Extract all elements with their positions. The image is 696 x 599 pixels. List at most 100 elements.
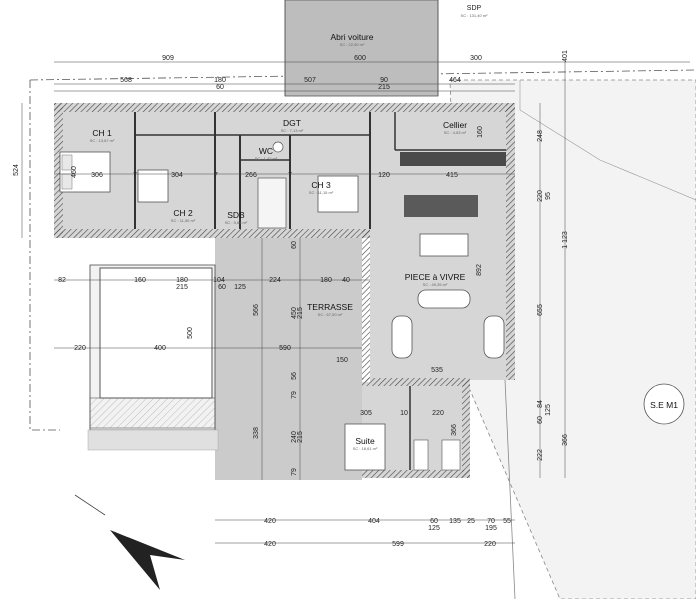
label-rooms-wc-sc: SC : 1,42 m² xyxy=(255,156,278,161)
label-dims-b2_599: 599 xyxy=(392,541,404,548)
label-dims-t_590: 590 xyxy=(279,345,291,352)
label-dims-t_150: 150 xyxy=(336,357,348,364)
label-dims-s_535: 535 xyxy=(431,367,443,374)
label-dims-t_215b: 215 xyxy=(297,431,304,443)
label-dims-r_125: 125 xyxy=(545,404,552,416)
label-rooms-terrasse-name: TERRASSE xyxy=(307,302,353,312)
label-dims-t2_464: 464 xyxy=(449,77,461,84)
label-dims-t2_90: 90 xyxy=(380,77,388,84)
label-dims-r_1123: 1 123 xyxy=(562,231,569,249)
label-dims-ch1_306: 306 xyxy=(91,172,103,179)
label-dims-t_79b: 79 xyxy=(291,468,298,476)
label-dims-r_95: 95 xyxy=(545,192,552,200)
label-dims-b2_420: 420 xyxy=(264,541,276,548)
label-dims-ch1_7: 7 xyxy=(133,172,137,179)
label-dims-t_125: 125 xyxy=(234,284,246,291)
label-dims-t_56: 56 xyxy=(291,372,298,380)
label-dims-t3_60: 60 xyxy=(216,84,224,91)
label-dims-ch2_304: 304 xyxy=(171,172,183,179)
label-dims-t_500: 500 xyxy=(187,327,194,339)
furniture xyxy=(59,141,506,471)
label-dims-b1_404: 404 xyxy=(368,518,380,525)
label-dims-r_220: 220 xyxy=(537,190,544,202)
label-dims-s_220: 220 xyxy=(432,410,444,417)
label-dims-t_220: 220 xyxy=(74,345,86,352)
label-dims-r_366b: 366 xyxy=(451,424,458,436)
label-dims-top_300: 300 xyxy=(470,55,482,62)
label-dims-r_892: 892 xyxy=(476,264,483,276)
label-dims-t_566: 566 xyxy=(253,304,260,316)
label-rooms-suite-name: Suite xyxy=(355,436,375,446)
label-dims-t2_507: 507 xyxy=(304,77,316,84)
label-dims-b1_60: 60 xyxy=(430,518,438,525)
house xyxy=(54,103,515,480)
label-rooms-cellier-name: Cellier xyxy=(443,120,467,130)
label-dims-b2_220: 220 xyxy=(484,541,496,548)
label-rooms-ch2-name: CH 2 xyxy=(173,208,193,218)
label-abri-sc: SC : 22,50 m² xyxy=(340,42,365,47)
label-dims-r_401: 401 xyxy=(562,50,569,62)
label-dims-s_10: 10 xyxy=(400,410,408,417)
label-top_labels-sdp: SDP xyxy=(467,5,482,12)
label-rooms-dgt-name: DGT xyxy=(283,118,301,128)
label-dims-t_240: 240 xyxy=(291,431,298,443)
label-dims-b1_135: 135 xyxy=(449,518,461,525)
label-dims-t_82: 82 xyxy=(58,277,66,284)
label-dims-t_104: 104 xyxy=(213,277,225,284)
label-dims-b1_25: 25 xyxy=(467,518,475,525)
label-dims-b1_195: 195 xyxy=(485,525,497,532)
label-dims-r_222: 222 xyxy=(537,449,544,461)
label-dims-b1_55: 55 xyxy=(503,518,511,525)
survey-marker-icon xyxy=(643,383,685,425)
label-dims-r_366: 366 xyxy=(562,434,569,446)
label-dims-ch3_415: 415 xyxy=(446,172,458,179)
label-dims-r_84: 84 xyxy=(537,400,544,408)
label-rooms-ch3-sc: SC : 11,15 m² xyxy=(309,190,334,195)
label-dims-t_60v: 60 xyxy=(291,241,298,249)
label-rooms-suite-sc: SC : 18,61 m² xyxy=(353,446,378,451)
label-dims-sdb_266: 266 xyxy=(245,172,257,179)
label-dims-ch3_120: 120 xyxy=(378,172,390,179)
label-dims-t_215: 215 xyxy=(176,284,188,291)
label-dims-r_655: 655 xyxy=(537,304,544,316)
label-rooms-cellier-sc: SC : 4,53 m² xyxy=(444,130,467,135)
label-dims-l_460: 460 xyxy=(71,166,78,178)
label-dims-t3_215: 215 xyxy=(378,84,390,91)
dimension-lines xyxy=(21,61,690,544)
label-dims-t2_180: 180 xyxy=(214,77,226,84)
label-dims-t_338: 338 xyxy=(253,427,260,439)
label-dims-ch2_7: 7 xyxy=(214,172,218,179)
label-rooms-sdb-sc: SC : 5,65 m² xyxy=(225,220,248,225)
label-dims-t_79: 79 xyxy=(291,391,298,399)
label-rooms-terrasse-sc: SC : 67,50 m² xyxy=(318,312,343,317)
label-dims-t_180b: 180 xyxy=(320,277,332,284)
label-dims-t_60: 60 xyxy=(218,284,226,291)
label-dims-s_305: 305 xyxy=(360,410,372,417)
label-dims-t_215v: 215 xyxy=(297,307,304,319)
north-arrow-icon xyxy=(74,494,185,590)
label-dims-r_248: 248 xyxy=(537,130,544,142)
label-dims-t_160: 160 xyxy=(134,277,146,284)
label-abri-name: Abri voiture xyxy=(331,32,374,42)
label-dims-t_224: 224 xyxy=(269,277,281,284)
label-dims-b1_125: 125 xyxy=(428,525,440,532)
label-rooms-ch1-sc: SC : 13,67 m² xyxy=(90,138,115,143)
label-sem: S.E M1 xyxy=(650,400,678,410)
label-dims-sdb_7: 7 xyxy=(288,172,292,179)
label-dims-top_909: 909 xyxy=(162,55,174,62)
label-dims-t2_568: 568 xyxy=(120,77,132,84)
label-dims-t_40: 40 xyxy=(342,277,350,284)
label-dims-b1_70: 70 xyxy=(487,518,495,525)
label-dims-t_180: 180 xyxy=(176,277,188,284)
label-rooms-ch3-name: CH 3 xyxy=(311,180,331,190)
label-dims-t_450: 450 xyxy=(291,307,298,319)
label-rooms-ch2-sc: SC : 11,50 m² xyxy=(171,218,196,223)
label-rooms-sdb-name: SDB xyxy=(227,210,245,220)
label-top_labels-sdp_sc: SC : 131,40 m² xyxy=(461,13,489,18)
label-dims-top_600: 600 xyxy=(354,55,366,62)
label-rooms-piece-name: PIECE à VIVRE xyxy=(405,272,466,282)
label-rooms-wc-name: WC xyxy=(259,146,273,156)
label-dims-r_60: 60 xyxy=(537,416,544,424)
label-rooms-ch1-name: CH 1 xyxy=(92,128,112,138)
